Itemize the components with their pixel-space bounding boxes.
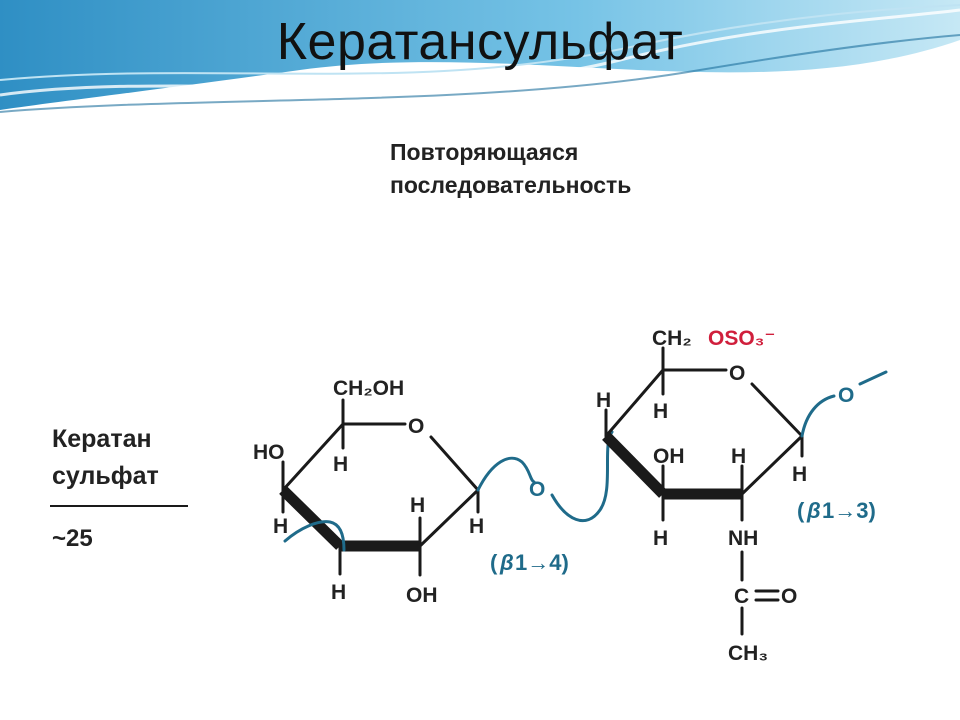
ring1-h-bottom: H [331, 581, 346, 604]
glycosidic-oxygen-1: O [529, 478, 545, 501]
link1-chain-b [550, 430, 614, 523]
ring2-h-upper: H [653, 400, 668, 423]
glycosidic-oxygen-2: O [838, 384, 854, 407]
slide-title: Кератансульфат [276, 13, 684, 71]
ring2-ch2: CH₂ [652, 327, 692, 350]
repeat-count: ~25 [52, 525, 93, 552]
ring2-carbonyl-oxygen: O [781, 585, 797, 608]
ring2-sulfate: OSO₃⁻ [708, 327, 775, 350]
ring1-ho: HO [253, 441, 285, 464]
header-waves [0, 0, 960, 113]
ring2-h-right: H [792, 463, 807, 486]
link2-chain-a [800, 394, 836, 438]
ring2-nh: NH [728, 527, 758, 550]
link1-beta: β [499, 550, 514, 575]
ring2-oh: OH [653, 445, 685, 468]
side-label-line-2: сульфат [52, 462, 159, 490]
ring2-h-top-left: H [596, 389, 611, 412]
incoming-chain [283, 520, 346, 552]
link2-rest: 1→3) [822, 498, 876, 523]
header-line-2: последовательность [390, 172, 631, 198]
link1-open: ( [490, 550, 498, 575]
ring1-h-upper: H [333, 453, 348, 476]
link1-chain-a [476, 456, 536, 492]
ring2-carbonyl-carbon: C [734, 585, 749, 608]
ring2-ch3: CH₃ [728, 642, 768, 665]
ring1-h-left: H [273, 515, 288, 538]
link2-open: ( [797, 498, 805, 523]
ring2-h-mid: H [731, 445, 746, 468]
ring1-oh-bottom: OH [406, 584, 438, 607]
link2-chain-b [858, 370, 888, 386]
link1-rest: 1→4) [515, 550, 569, 575]
link2-beta: β [806, 498, 821, 523]
ring2-ring-oxygen: O [729, 362, 745, 385]
ring1-h-mid: H [410, 494, 425, 517]
ring2-h-bottom-left: H [653, 527, 668, 550]
ring1-ring-oxygen: O [408, 415, 424, 438]
content-panel [32, 114, 928, 720]
side-label-line-1: Кератан [52, 425, 152, 453]
ring1-h-right: H [469, 515, 484, 538]
galactose-ring [279, 398, 480, 577]
header-line-1: Повторяющаяся [390, 139, 578, 165]
ring1-ch2oh: CH₂OH [333, 377, 404, 400]
glcnac-ring [602, 346, 804, 636]
